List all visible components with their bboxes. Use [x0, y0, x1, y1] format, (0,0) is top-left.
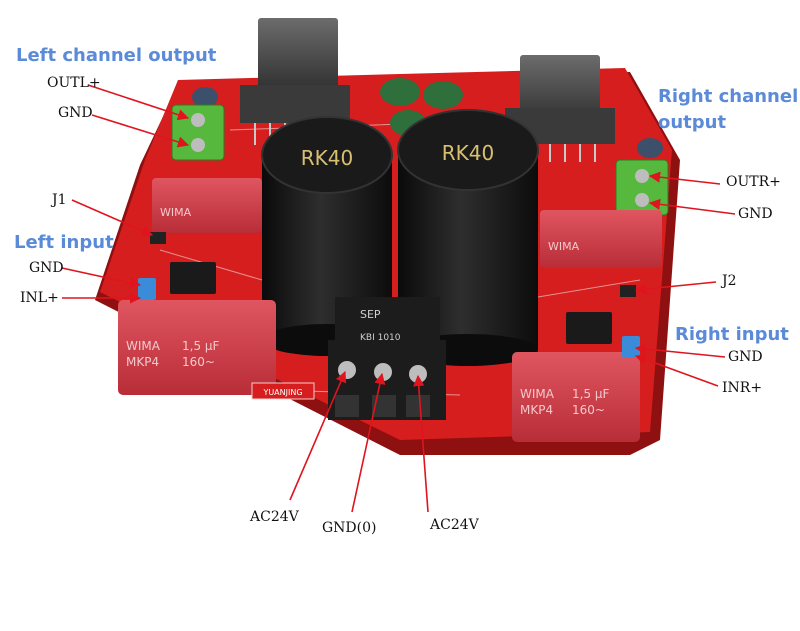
- arrow-gnd0: [351, 372, 386, 513]
- arrow-gnd-left-out: [91, 114, 190, 148]
- pin-label-outl: OUTL+: [47, 75, 101, 91]
- brand-box: [251, 382, 315, 400]
- input-terminal-left: [138, 278, 156, 300]
- wima-capacitor-left-top: WIMA: [152, 178, 262, 233]
- svg-text:WIMA: WIMA: [520, 387, 555, 401]
- arrow-gnd-right-in: [634, 343, 726, 358]
- svg-text:MKP4: MKP4: [520, 403, 553, 417]
- pin-label-inl: INL+: [20, 290, 59, 306]
- wima-capacitor-right-top: WIMA: [540, 210, 662, 268]
- callout-arrows: [61, 84, 736, 513]
- wima-capacitor-left-bottom: WIMA MKP4 1,5 µF 160~: [118, 300, 276, 395]
- svg-text:SEP: SEP: [360, 308, 381, 321]
- pin-label-gnd-left-in: GND: [29, 260, 64, 276]
- pin-label-inr: INR+: [722, 380, 763, 396]
- pin-label-outr: OUTR+: [726, 174, 781, 190]
- pin-label-gnd0: GND(0): [322, 520, 377, 536]
- terminal-left-output: [171, 104, 225, 161]
- opamp-right: [566, 312, 612, 344]
- arrow-gnd-right-out: [648, 198, 736, 215]
- left-channel-output-heading: Left channel output: [16, 45, 217, 66]
- arrow-gnd-left-in: [61, 267, 142, 289]
- svg-text:WIMA: WIMA: [126, 339, 161, 353]
- pin-label-ac24v-left: AC24V: [250, 509, 299, 525]
- terminal-right-output: [615, 159, 669, 216]
- arrow-j2: [634, 281, 717, 295]
- arrow-inr: [634, 354, 719, 387]
- right-channel-output-heading-line1: Right channel: [658, 86, 799, 107]
- wima-capacitor-right-bottom: WIMA MKP4 1,5 µF 160~: [512, 352, 640, 442]
- left-input-heading: Left input: [14, 232, 114, 253]
- pin-label-gnd-right-in: GND: [728, 349, 763, 365]
- svg-text:WIMA: WIMA: [548, 240, 580, 253]
- cap-right-label: RK40: [442, 141, 494, 165]
- pin-label-j1: J1: [52, 192, 67, 208]
- svg-text:MKP4: MKP4: [126, 355, 159, 369]
- arrow-ac24v-right: [413, 374, 429, 513]
- svg-text:160~: 160~: [572, 403, 605, 417]
- svg-text:WIMA: WIMA: [160, 206, 192, 219]
- pin-label-gnd-right-out: GND: [738, 206, 773, 222]
- arrow-outl: [87, 84, 190, 121]
- pin-label-gnd-left-out: GND: [58, 105, 93, 121]
- pin-label-ac24v-right: AC24V: [430, 517, 479, 533]
- opamp-left: [170, 262, 216, 294]
- jumper-j1: [150, 232, 166, 244]
- pin-label-j2: J2: [722, 273, 737, 289]
- cap-left-label: RK40: [301, 146, 353, 170]
- svg-text:1,5 µF: 1,5 µF: [572, 387, 610, 401]
- jumper-j2: [620, 285, 636, 297]
- input-terminal-right: [622, 336, 640, 358]
- arrow-j1: [71, 199, 154, 237]
- right-channel-output-heading-line2: output: [658, 112, 727, 133]
- arrow-outr: [648, 171, 721, 185]
- right-input-heading: Right input: [675, 324, 789, 345]
- arrow-ac24v-left: [289, 370, 347, 501]
- brand-label: YUANJING: [262, 388, 302, 397]
- svg-text:1,5 µF: 1,5 µF: [182, 339, 220, 353]
- svg-text:160~: 160~: [182, 355, 215, 369]
- power-terminal-block: SEP KBJ 1010: [328, 297, 446, 420]
- svg-text:KBJ 1010: KBJ 1010: [360, 333, 401, 343]
